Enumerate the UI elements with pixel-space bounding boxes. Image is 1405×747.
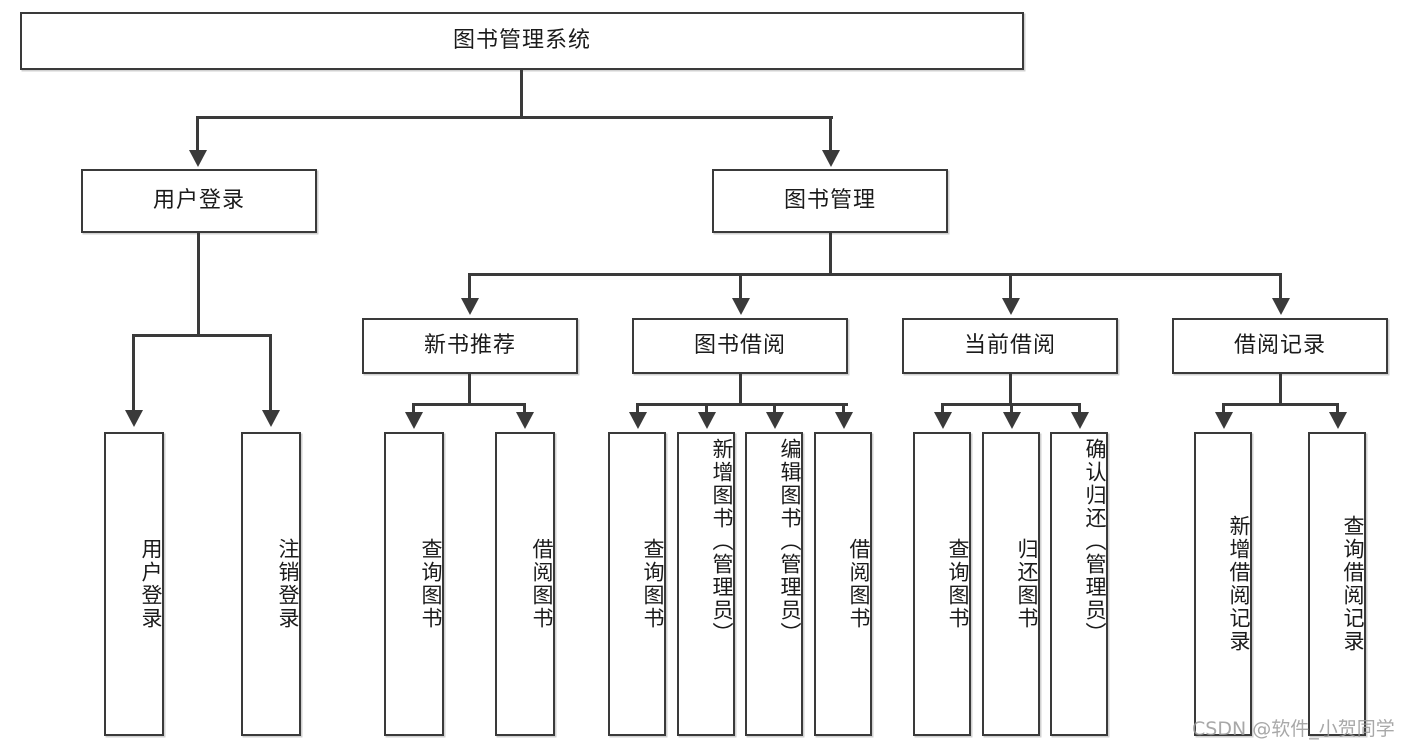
connector-book-borrow-to-leaf-1	[636, 403, 639, 415]
leaf-query-book-recommend[interactable]: 查询图书	[384, 432, 444, 736]
leaf-label: 查询图书	[641, 538, 665, 630]
node-label: 图书管理系统	[452, 27, 591, 53]
arrow-book-manage-to-current-borrow	[1002, 298, 1020, 315]
connector-book-manage-to-current-borrow	[1009, 273, 1012, 300]
connector-root-to-user-login	[196, 116, 199, 152]
connector-borrow-record-bus	[1222, 403, 1339, 406]
connector-root-to-book-manage	[829, 116, 832, 152]
arrow-new-book-to-leaf-2	[516, 412, 534, 429]
node-label: 新书推荐	[423, 332, 516, 358]
arrow-root-to-user-login	[189, 150, 207, 167]
arrow-book-manage-to-new-book	[461, 298, 479, 315]
connector-book-borrow-to-leaf-4	[842, 403, 845, 415]
leaf-label: 新增借阅记录	[1227, 515, 1251, 653]
connector-current-borrow-stem	[1009, 374, 1012, 405]
leaf-add-book-admin[interactable]: 新增图书（管理员）	[677, 432, 735, 736]
connector-book-manage-to-book-borrow	[739, 273, 742, 300]
leaf-label: 新增图书（管理员）	[710, 438, 734, 645]
arrow-borrow-record-to-leaf-2	[1329, 412, 1347, 429]
node-label: 图书管理	[783, 187, 876, 213]
connector-borrow-record-stem	[1279, 374, 1282, 405]
node-label: 当前借阅	[963, 332, 1056, 358]
leaf-edit-book-admin[interactable]: 编辑图书（管理员）	[745, 432, 803, 736]
connector-new-book-stem	[468, 374, 471, 405]
leaf-borrow-book-borrow[interactable]: 借阅图书	[814, 432, 872, 736]
connector-current-borrow-to-leaf-1	[941, 403, 944, 415]
node-label: 用户登录	[152, 187, 245, 213]
connector-current-borrow-to-leaf-3	[1078, 403, 1081, 415]
node-book-management[interactable]: 图书管理	[712, 169, 948, 233]
arrow-root-to-book-manage	[822, 150, 840, 167]
leaf-label: 查询图书	[946, 538, 970, 630]
connector-current-borrow-to-leaf-2	[1010, 403, 1013, 415]
arrow-new-book-to-leaf-1	[405, 412, 423, 429]
leaf-label: 归还图书	[1015, 538, 1039, 630]
leaf-user-login[interactable]: 用户登录	[104, 432, 164, 736]
leaf-label: 确认归还（管理员）	[1083, 438, 1107, 645]
arrow-book-borrow-to-leaf-2	[698, 412, 716, 429]
node-book-borrow[interactable]: 图书借阅	[632, 318, 848, 374]
connector-root-bus	[196, 116, 833, 119]
arrow-user-login-to-leaf-2	[262, 410, 280, 427]
arrow-book-manage-to-book-borrow	[732, 298, 750, 315]
leaf-label: 查询借阅记录	[1341, 515, 1365, 653]
node-label: 图书借阅	[693, 332, 786, 358]
connector-new-book-bus	[412, 403, 526, 406]
connector-user-login-to-leaf-1	[132, 334, 135, 412]
leaf-label: 借阅图书	[530, 538, 554, 630]
leaf-confirm-return-admin[interactable]: 确认归还（管理员）	[1050, 432, 1108, 736]
arrow-current-borrow-to-leaf-2	[1003, 412, 1021, 429]
connector-book-borrow-to-leaf-2	[705, 403, 708, 415]
connector-borrow-record-to-leaf-1	[1222, 403, 1225, 415]
leaf-label: 用户登录	[139, 538, 163, 630]
connector-user-login-bus	[132, 334, 272, 337]
leaf-borrow-book-recommend[interactable]: 借阅图书	[495, 432, 555, 736]
node-current-borrow[interactable]: 当前借阅	[902, 318, 1118, 374]
leaf-label: 编辑图书（管理员）	[778, 438, 802, 645]
connector-book-borrow-stem	[739, 374, 742, 405]
arrow-current-borrow-to-leaf-3	[1071, 412, 1089, 429]
connector-book-borrow-to-leaf-3	[773, 403, 776, 415]
leaf-query-book-borrow[interactable]: 查询图书	[608, 432, 666, 736]
node-user-login[interactable]: 用户登录	[81, 169, 317, 233]
connector-borrow-record-to-leaf-2	[1336, 403, 1339, 415]
leaf-label: 注销登录	[276, 538, 300, 630]
connector-book-manage-to-borrow-record	[1279, 273, 1282, 300]
arrow-borrow-record-to-leaf-1	[1215, 412, 1233, 429]
leaf-return-book[interactable]: 归还图书	[982, 432, 1040, 736]
connector-book-manage-bus	[468, 273, 1282, 276]
node-borrow-record[interactable]: 借阅记录	[1172, 318, 1388, 374]
arrow-user-login-to-leaf-1	[125, 410, 143, 427]
node-label: 借阅记录	[1233, 332, 1326, 358]
connector-root-stem	[520, 70, 523, 118]
arrow-book-borrow-to-leaf-3	[766, 412, 784, 429]
leaf-logout-login[interactable]: 注销登录	[241, 432, 301, 736]
connector-new-book-to-leaf-2	[523, 403, 526, 415]
csdn-watermark: CSDN @软件_小贺同学	[1192, 718, 1395, 740]
connector-book-manage-to-new-book	[468, 273, 471, 300]
leaf-label: 查询图书	[419, 538, 443, 630]
arrow-book-manage-to-borrow-record	[1272, 298, 1290, 315]
connector-user-login-to-leaf-2	[269, 334, 272, 412]
arrow-book-borrow-to-leaf-4	[835, 412, 853, 429]
node-root-book-management-system[interactable]: 图书管理系统	[20, 12, 1024, 70]
node-new-book-recommend[interactable]: 新书推荐	[362, 318, 578, 374]
connector-book-manage-stem	[829, 233, 832, 275]
arrow-current-borrow-to-leaf-1	[934, 412, 952, 429]
leaf-query-book-current[interactable]: 查询图书	[913, 432, 971, 736]
connector-book-borrow-bus	[636, 403, 848, 406]
connector-user-login-stem	[197, 233, 200, 336]
leaf-add-borrow-record[interactable]: 新增借阅记录	[1194, 432, 1252, 736]
leaf-label: 借阅图书	[847, 538, 871, 630]
arrow-book-borrow-to-leaf-1	[629, 412, 647, 429]
connector-new-book-to-leaf-1	[412, 403, 415, 415]
leaf-query-borrow-record[interactable]: 查询借阅记录	[1308, 432, 1366, 736]
